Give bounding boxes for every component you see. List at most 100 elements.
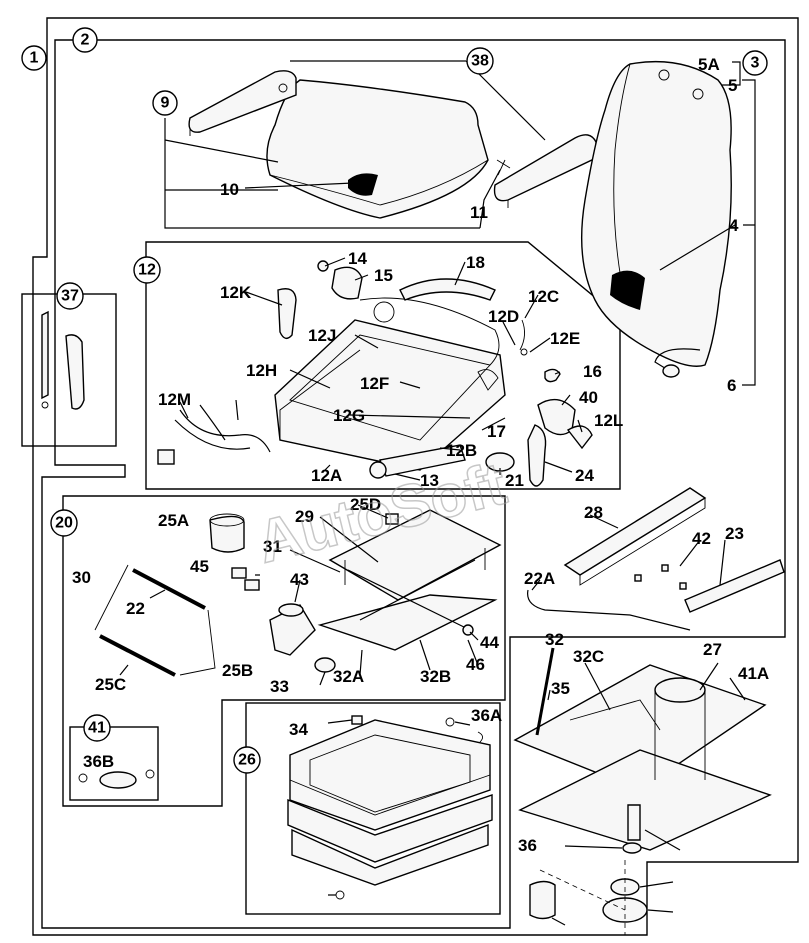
callout-12L: 12B bbox=[446, 441, 477, 460]
svg-text:41: 41 bbox=[88, 720, 106, 737]
callout-43: 22 bbox=[126, 599, 145, 618]
callout-28: 23 bbox=[725, 524, 744, 543]
part-32A-latch bbox=[569, 699, 661, 731]
callout-12M: 12G bbox=[333, 406, 365, 425]
callout-27-top-right: 36A bbox=[471, 706, 502, 725]
callout-25A: 31 bbox=[263, 537, 282, 556]
callout-25D: 29 bbox=[295, 507, 314, 526]
part-12E-clip bbox=[520, 348, 528, 356]
seat-frame bbox=[274, 297, 506, 471]
callout-14-top: 14 bbox=[348, 249, 367, 268]
circled-label-20: 20 bbox=[50, 509, 78, 537]
callout-32B: 27 bbox=[703, 640, 722, 659]
svg-text:37: 37 bbox=[61, 288, 79, 305]
circled-label-37: 37 bbox=[56, 282, 84, 310]
part-18-roller bbox=[399, 278, 496, 301]
group-2-outline bbox=[41, 39, 786, 929]
part-23-valve bbox=[269, 603, 316, 656]
svg-text:3: 3 bbox=[751, 55, 760, 72]
callout-12J: 12J bbox=[308, 326, 336, 345]
assembly-dash-line bbox=[539, 860, 626, 935]
part-42-buffers bbox=[231, 567, 260, 591]
callout-22A: 46 bbox=[466, 655, 485, 674]
callout-22: 44 bbox=[480, 633, 499, 652]
part-30-lever bbox=[527, 589, 691, 631]
part-45-clips bbox=[94, 564, 216, 676]
callout-12K-bottom: 24 bbox=[575, 466, 594, 485]
part-36-bushing bbox=[529, 880, 556, 920]
callout-15: 15 bbox=[374, 266, 393, 285]
callout-25B: 32A bbox=[333, 667, 364, 686]
part-27-ring bbox=[477, 731, 483, 743]
svg-text:26: 26 bbox=[238, 752, 256, 769]
callout-4: 4 bbox=[729, 216, 739, 235]
group-20-box bbox=[62, 495, 506, 807]
callout-41A: 36B bbox=[83, 752, 114, 771]
group-26-box bbox=[245, 702, 501, 915]
part-17-knob bbox=[566, 425, 593, 450]
part-34-bolt bbox=[627, 804, 641, 841]
part-27-screw-right bbox=[445, 717, 455, 727]
part-27-screw-lower bbox=[335, 890, 345, 900]
callout-5: 5 bbox=[728, 76, 737, 95]
svg-text:12: 12 bbox=[138, 262, 156, 279]
group-9-bracket bbox=[164, 118, 480, 229]
callout-16: 40 bbox=[579, 388, 598, 407]
part-26-bellows bbox=[287, 719, 493, 886]
armrest-right bbox=[493, 134, 597, 208]
callout-32A: 32C bbox=[573, 647, 604, 666]
backrest bbox=[580, 60, 732, 367]
callout-30: 22A bbox=[524, 569, 555, 588]
callout-27-top-left: 34 bbox=[289, 720, 308, 739]
callout-12E: 12E bbox=[550, 329, 580, 348]
callout-31: 42 bbox=[692, 529, 711, 548]
callout-12A: 13 bbox=[420, 471, 439, 490]
part-27-clip-upper bbox=[351, 715, 363, 725]
part-6-plug bbox=[662, 364, 680, 378]
scissor-suspension bbox=[317, 509, 502, 651]
svg-text:2: 2 bbox=[81, 32, 90, 49]
callout-10: 10 bbox=[220, 180, 239, 199]
callout-18: 18 bbox=[466, 253, 485, 272]
callout-5A: 5A bbox=[698, 55, 720, 74]
armrest-left bbox=[188, 70, 297, 136]
part-41A-nut bbox=[145, 769, 155, 779]
callout-12B: 12A bbox=[311, 466, 342, 485]
part-44-rod bbox=[99, 634, 176, 677]
callout-11: 11 bbox=[470, 203, 488, 222]
leader-lines bbox=[119, 60, 756, 926]
circled-label-1: 1 bbox=[21, 45, 47, 71]
circled-label-41: 41 bbox=[83, 714, 111, 742]
part-14-plug-upper bbox=[317, 260, 329, 272]
circled-label-26: 26 bbox=[233, 746, 261, 774]
part-28-slide-rail bbox=[684, 559, 785, 613]
part-41A-damper bbox=[99, 771, 137, 789]
callout-44: 25C bbox=[95, 675, 126, 694]
callout-25C: 32B bbox=[420, 667, 451, 686]
group-1-outline bbox=[32, 17, 799, 936]
svg-text:38: 38 bbox=[471, 53, 489, 70]
part-6-cable bbox=[654, 348, 701, 371]
part-12A-washer bbox=[369, 461, 387, 479]
callout-12H: 12H bbox=[246, 361, 277, 380]
part-41A-bolt bbox=[78, 773, 88, 783]
callout-35: 36 bbox=[518, 836, 537, 855]
callout-12C: 12C bbox=[528, 287, 559, 306]
group-12-box bbox=[145, 241, 621, 490]
callout-17: 12L bbox=[594, 411, 623, 430]
callout-12F: 12F bbox=[360, 374, 389, 393]
callout-45-left: 30 bbox=[72, 568, 91, 587]
svg-text:9: 9 bbox=[161, 95, 170, 112]
part-31-fasteners bbox=[634, 564, 687, 590]
part-35-washer bbox=[622, 842, 642, 854]
svg-text:20: 20 bbox=[55, 515, 73, 532]
part-33-lever bbox=[535, 647, 555, 736]
callout-45-right: 25B bbox=[222, 661, 253, 680]
group-41-box bbox=[69, 726, 159, 801]
callout-21: 25D bbox=[350, 495, 381, 514]
part-14-plug-lower bbox=[544, 368, 561, 383]
part-24-bumper bbox=[209, 513, 245, 553]
circled-label-12: 12 bbox=[133, 256, 161, 284]
svg-text:1: 1 bbox=[30, 50, 39, 67]
